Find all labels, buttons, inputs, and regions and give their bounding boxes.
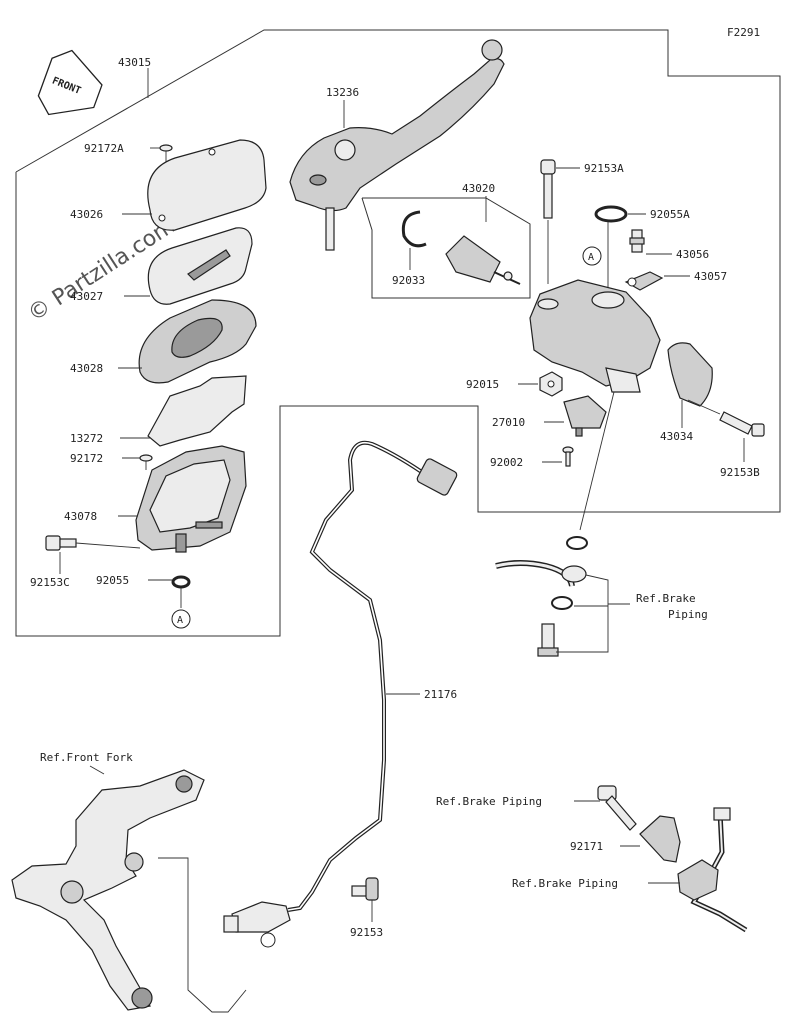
bolt-92153A-icon xyxy=(540,159,556,219)
brake-hose-lower-icon xyxy=(677,807,748,933)
brake-lever-13236-icon xyxy=(289,39,505,251)
bracket-92171-icon xyxy=(639,815,681,863)
circlip-92033-icon xyxy=(401,210,427,248)
part-label-92171[interactable]: 92171 xyxy=(570,840,603,853)
part-label-13236[interactable]: 13236 xyxy=(326,86,359,99)
diaphragm-43028-icon xyxy=(138,299,257,384)
banjo-hose-icon xyxy=(495,536,588,657)
part-label-43026[interactable]: 43026 xyxy=(70,208,103,221)
ref-brake-piping-3[interactable]: Ref.Brake Piping xyxy=(512,877,618,890)
part-label-43078[interactable]: 43078 xyxy=(64,510,97,523)
part-label-43027[interactable]: 43027 xyxy=(70,290,103,303)
assembly-frame-43015 xyxy=(15,29,781,637)
float-plate-13272-icon xyxy=(147,375,247,447)
screw-92172-icon xyxy=(139,454,153,470)
part-label-92172A[interactable]: 92172A xyxy=(84,142,124,155)
marker-a-top-label: A xyxy=(588,252,594,263)
part-label-43034[interactable]: 43034 xyxy=(660,430,693,443)
part-label-43028[interactable]: 43028 xyxy=(70,362,103,375)
bleeder-cap-43057-icon xyxy=(624,271,664,291)
cap-plate-43027-icon xyxy=(147,227,253,305)
part-label-92015[interactable]: 92015 xyxy=(466,378,499,391)
brake-switch-27010-icon xyxy=(563,395,607,437)
part-label-43015[interactable]: 43015 xyxy=(118,56,151,69)
marker-a-bottom: A xyxy=(171,609,191,629)
ref-brake-piping-1b[interactable]: Piping xyxy=(668,608,708,621)
figure-code: F2291 xyxy=(727,26,760,39)
piston-43020-icon xyxy=(445,235,521,285)
part-label-92153[interactable]: 92153 xyxy=(350,926,383,939)
part-label-27010[interactable]: 27010 xyxy=(492,416,525,429)
marker-a-bottom-label: A xyxy=(177,615,183,626)
bolt-92153C-icon xyxy=(45,535,77,551)
part-label-92172[interactable]: 92172 xyxy=(70,452,103,465)
o-ring-92055-icon xyxy=(171,575,191,589)
part-label-43020[interactable]: 43020 xyxy=(462,182,495,195)
part-label-92153A[interactable]: 92153A xyxy=(584,162,624,175)
abs-sensor-cable-21176-icon xyxy=(223,440,458,948)
part-label-92033[interactable]: 92033 xyxy=(392,274,425,287)
piston-kit-frame-43020 xyxy=(361,197,531,299)
front-arrow-icon: FRONT xyxy=(37,49,103,116)
o-ring-92055A-icon xyxy=(594,205,628,223)
part-label-43056[interactable]: 43056 xyxy=(676,248,709,261)
part-label-92055[interactable]: 92055 xyxy=(96,574,129,587)
ref-front-fork[interactable]: Ref.Front Fork xyxy=(40,751,133,764)
nut-92015-icon xyxy=(539,371,563,397)
marker-a-top xyxy=(582,246,602,266)
part-label-43057[interactable]: 43057 xyxy=(694,270,727,283)
ref-brake-piping-2[interactable]: Ref.Brake Piping xyxy=(436,795,542,808)
screw-92002-icon xyxy=(562,446,574,467)
part-label-92153B[interactable]: 92153B xyxy=(720,466,760,479)
reservoir-body-43078-icon xyxy=(135,445,247,553)
part-label-13272[interactable]: 13272 xyxy=(70,432,103,445)
reservoir-cap-43026-icon xyxy=(147,139,267,231)
banjo-bolt-lower-icon xyxy=(597,785,637,831)
bleeder-43056-icon xyxy=(629,229,645,253)
clamp-43034-icon xyxy=(667,342,713,407)
part-label-21176[interactable]: 21176 xyxy=(424,688,457,701)
front-fork-bracket-icon xyxy=(11,769,205,1011)
part-label-92153C[interactable]: 92153C xyxy=(30,576,70,589)
part-label-92002[interactable]: 92002 xyxy=(490,456,523,469)
master-cylinder-body-icon: A xyxy=(529,246,661,393)
bolt-92153-icon xyxy=(351,877,379,901)
ref-brake-piping-1a[interactable]: Ref.Brake xyxy=(636,592,696,605)
bolt-92153B-icon xyxy=(719,411,765,437)
part-label-92055A[interactable]: 92055A xyxy=(650,208,690,221)
